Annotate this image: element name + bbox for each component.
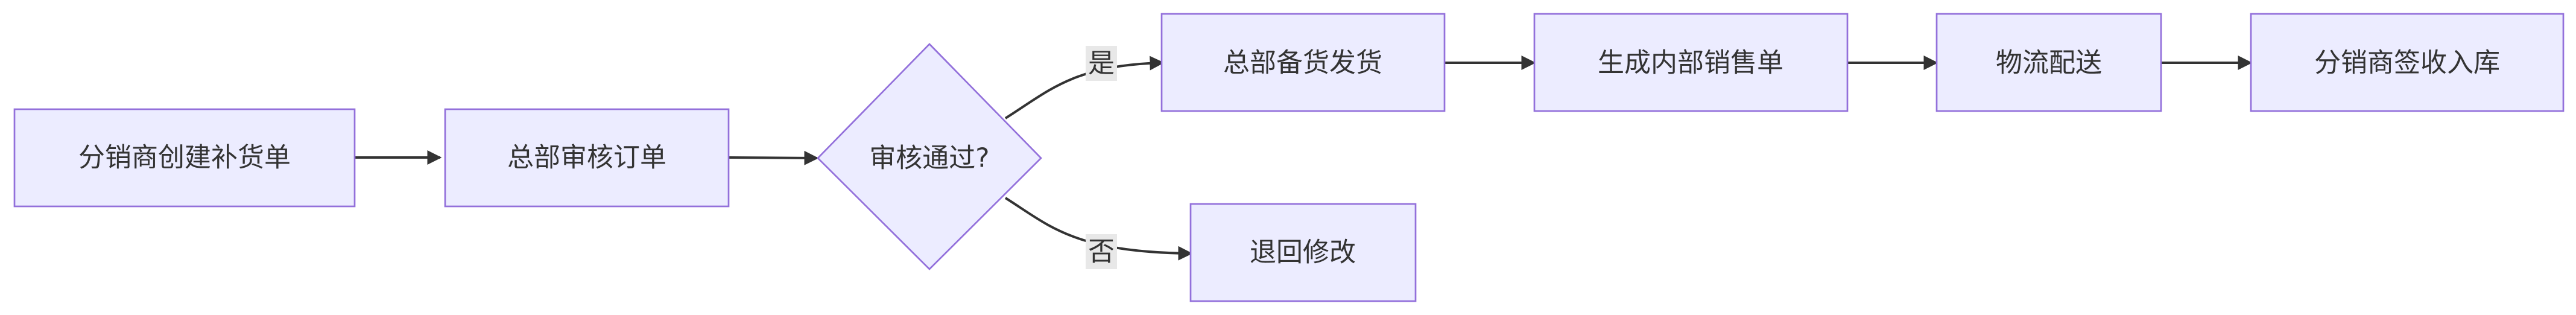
node-review[interactable]: 总部审核订单 xyxy=(444,108,730,208)
node-sales-order[interactable]: 生成内部销售单 xyxy=(1533,13,1849,112)
svg-text:总部审核订单: 总部审核订单 xyxy=(507,142,666,173)
svg-text:物流配送: 物流配送 xyxy=(1996,48,2102,78)
node-return[interactable]: 退回修改 xyxy=(1189,203,1417,302)
edge-label-no: 否 xyxy=(1086,234,1117,269)
svg-text:总部备货发货: 总部备货发货 xyxy=(1223,48,1382,78)
edge-decision-to-return xyxy=(1004,197,1193,261)
svg-text:生成内部销售单: 生成内部销售单 xyxy=(1598,48,1783,78)
svg-text:分销商创建补货单: 分销商创建补货单 xyxy=(78,142,291,173)
svg-text:分销商签收入库: 分销商签收入库 xyxy=(2314,48,2500,78)
node-stock[interactable]: 总部备货发货 xyxy=(1160,13,1446,112)
svg-text:退回修改: 退回修改 xyxy=(1250,237,1356,268)
node-decision[interactable]: 审核通过? xyxy=(817,43,1042,270)
node-receive[interactable]: 分销商签收入库 xyxy=(2250,13,2565,112)
edges xyxy=(355,56,2253,261)
svg-text:是: 是 xyxy=(1088,48,1115,79)
edge-decision-to-stock xyxy=(1004,56,1165,119)
node-create[interactable]: 分销商创建补货单 xyxy=(13,108,356,208)
svg-text:否: 否 xyxy=(1088,237,1115,267)
edge-label-yes: 是 xyxy=(1086,46,1117,81)
node-logistics[interactable]: 物流配送 xyxy=(1935,13,2162,112)
svg-text:审核通过?: 审核通过? xyxy=(869,143,989,174)
